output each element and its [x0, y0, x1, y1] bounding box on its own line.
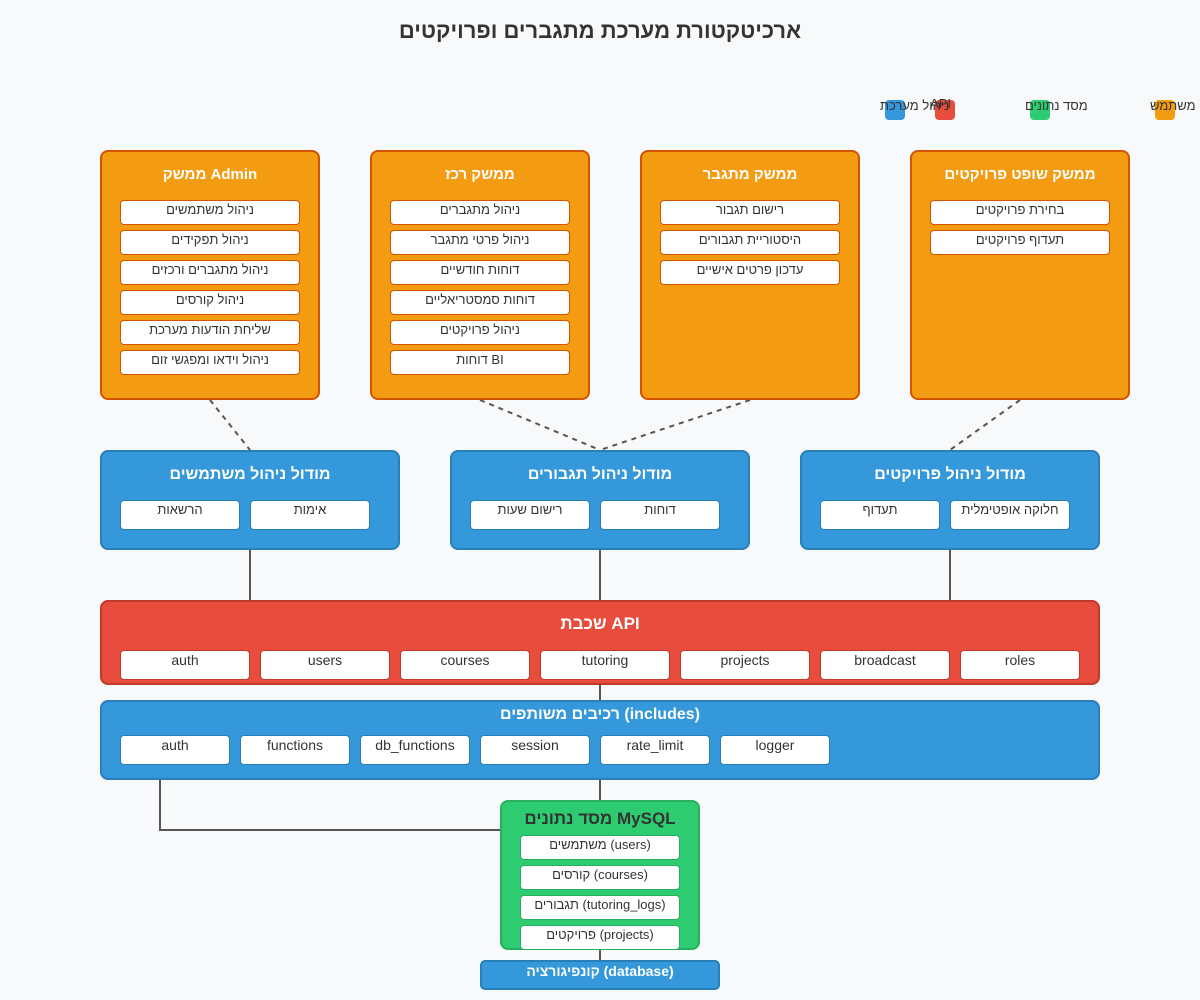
- api-endpoint-tutoring: tutoring: [540, 650, 670, 680]
- projects-module-item: תעדוף: [820, 500, 940, 530]
- config-label: קונפיגורציה (database): [526, 963, 674, 979]
- coordinator-item: ניהול פרטי מתגבר: [390, 230, 570, 255]
- users-module-title: מודול ניהול משתמשים: [169, 466, 331, 483]
- db-table-users: משתמשים (users): [520, 835, 680, 860]
- page-title: ארכיטקטורת מערכת מתגברים ופרויקטים: [398, 18, 802, 43]
- legend-user-swatch: [1155, 100, 1175, 120]
- judge-interface-title: ממשק שופט פרויקטים: [944, 166, 1096, 183]
- connector-tutor-tutoring: [599, 399, 751, 451]
- api-endpoint-auth: auth: [120, 650, 250, 680]
- users-module-item: אימות: [250, 500, 370, 530]
- include-functions: functions: [240, 735, 350, 765]
- legend-admin-label: ניהול מערכת: [880, 98, 950, 113]
- db-table-courses: קורסים (courses): [520, 865, 680, 890]
- tutoring-module-item: דוחות: [600, 500, 720, 530]
- judge-item: תעדוף פרויקטים: [930, 230, 1110, 255]
- connector-coordinator-tutoring: [479, 399, 601, 451]
- connector-judge-projects: [949, 399, 1021, 451]
- include-logger: logger: [720, 735, 830, 765]
- coordinator-item: דוחות סמסטריאליים: [390, 290, 570, 315]
- connector-includes-db-side: [159, 780, 500, 831]
- db-table-tutoring-logs: תגבורים (tutoring_logs): [520, 895, 680, 920]
- database-title: מסד נתונים MySQL: [524, 809, 676, 828]
- api-layer-title: שכבת API: [560, 614, 640, 633]
- admin-item: ניהול קורסים: [120, 290, 300, 315]
- tutor-item: עדכון פרטים אישיים: [660, 260, 840, 285]
- api-endpoint-roles: roles: [960, 650, 1080, 680]
- tutor-item: רישום תגבור: [660, 200, 840, 225]
- admin-item: ניהול משתמשים: [120, 200, 300, 225]
- db-table-projects: פרויקטים (projects): [520, 925, 680, 950]
- tutor-interface-title: ממשק מתגבר: [702, 166, 798, 183]
- admin-item: שליחת הודעות מערכת: [120, 320, 300, 345]
- projects-module-item: חלוקה אופטימלית: [950, 500, 1070, 530]
- legend-api-label: API: [930, 96, 951, 111]
- admin-interface-title: ממשק Admin: [162, 166, 258, 183]
- legend-user-label: משתמש: [1150, 98, 1196, 113]
- legend-db-swatch: [1030, 100, 1050, 120]
- include-rate-limit: rate_limit: [600, 735, 710, 765]
- coordinator-interface-title: ממשק רכז: [445, 166, 515, 183]
- legend-api-swatch: [935, 100, 955, 120]
- api-endpoint-projects: projects: [680, 650, 810, 680]
- tutoring-module-title: מודול ניהול תגבורים: [527, 466, 673, 483]
- config-box: קונפיגורציה (database): [480, 960, 720, 990]
- coordinator-item: דוחות BI: [390, 350, 570, 375]
- connector-admin-users: [209, 399, 251, 451]
- coordinator-item: ניהול פרויקטים: [390, 320, 570, 345]
- tutor-item: היסטוריית תגבורים: [660, 230, 840, 255]
- admin-item: ניהול מתגברים ורכזים: [120, 260, 300, 285]
- api-endpoint-courses: courses: [400, 650, 530, 680]
- include-auth: auth: [120, 735, 230, 765]
- tutoring-module-item: רישום שעות: [470, 500, 590, 530]
- users-module-item: הרשאות: [120, 500, 240, 530]
- coordinator-item: דוחות חודשיים: [390, 260, 570, 285]
- admin-item: ניהול וידאו ומפגשי זום: [120, 350, 300, 375]
- coordinator-item: ניהול מתגברים: [390, 200, 570, 225]
- legend-admin-swatch: [885, 100, 905, 120]
- projects-module-title: מודול ניהול פרויקטים: [874, 466, 1026, 483]
- includes-layer-title: רכיבים משותפים (includes): [500, 706, 700, 723]
- judge-interface: ממשק שופט פרויקטים: [910, 150, 1130, 400]
- include-db-functions: db_functions: [360, 735, 470, 765]
- legend-db-label: מסד נתונים: [1025, 98, 1088, 113]
- api-endpoint-broadcast: broadcast: [820, 650, 950, 680]
- include-session: session: [480, 735, 590, 765]
- api-endpoint-users: users: [260, 650, 390, 680]
- admin-item: ניהול תפקידים: [120, 230, 300, 255]
- judge-item: בחירת פרויקטים: [930, 200, 1110, 225]
